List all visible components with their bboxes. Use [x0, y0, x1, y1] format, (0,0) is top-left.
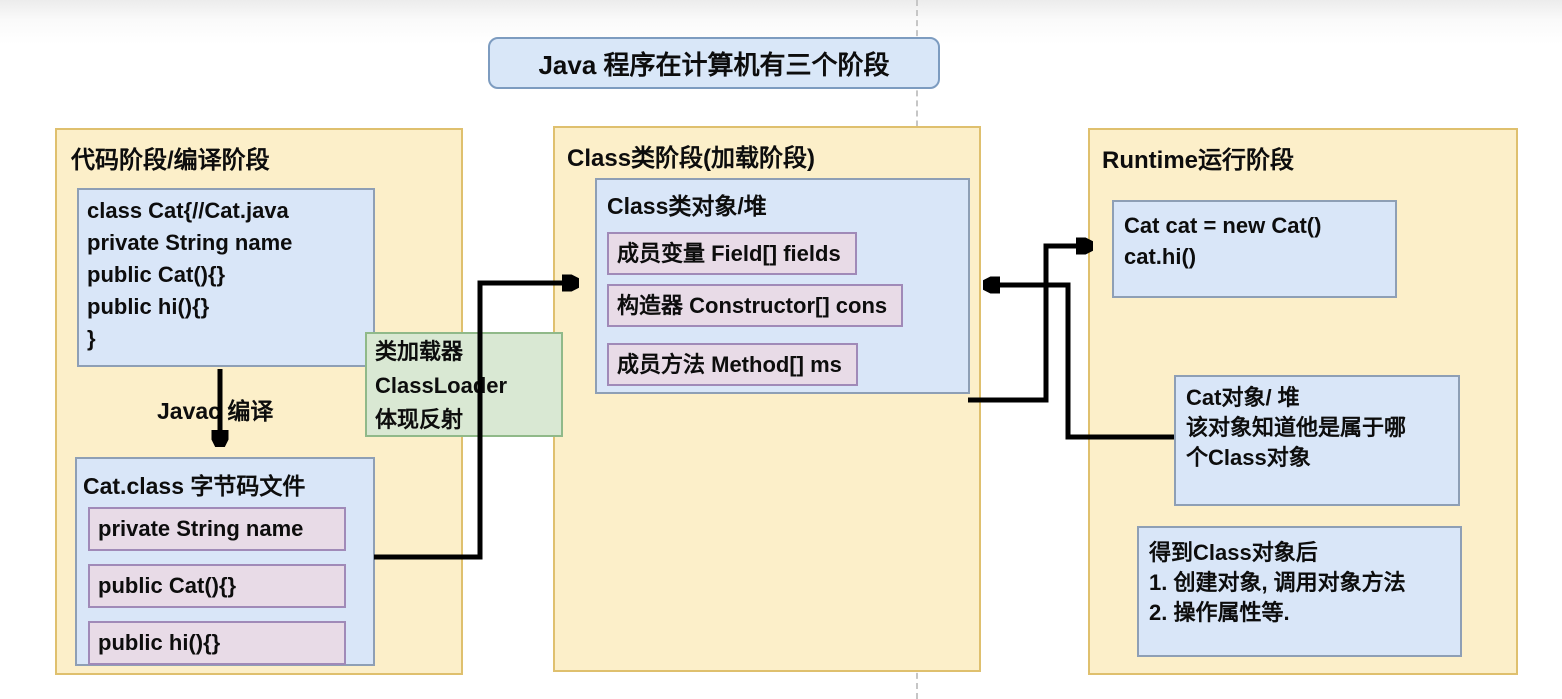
usage-line: 2. 操作属性等. — [1149, 600, 1290, 625]
class-object-usage-box: 得到Class对象后 1. 创建对象, 调用对象方法 2. 操作属性等. — [1137, 526, 1462, 657]
bytecode-member-constructor: public Cat(){} — [88, 564, 346, 608]
bytecode-file-box: Cat.class 字节码文件 private String name publ… — [75, 457, 375, 666]
source-line: public hi(){} — [87, 294, 210, 319]
usage-line: 得到Class对象后 — [1149, 540, 1318, 565]
class-to-runtime-arrow — [968, 246, 1088, 403]
runtime-code-line: cat.hi() — [1124, 244, 1197, 269]
source-line: public Cat(){} — [87, 262, 226, 287]
cat-object-box: Cat对象/ 堆 该对象知道他是属于哪 个Class对象 — [1174, 375, 1460, 506]
class-stage-panel: Class类阶段(加载阶段) Class类对象/堆 成员变量 Field[] f… — [553, 126, 981, 672]
diagram-title: Java 程序在计算机有三个阶段 — [538, 49, 890, 80]
class-member-methods: 成员方法 Method[] ms — [607, 343, 858, 386]
javac-compile-label: Javac 编译 — [157, 398, 274, 424]
class-stage-title: Class类阶段(加载阶段) — [567, 145, 816, 172]
classloader-note-line: ClassLoader — [375, 373, 508, 398]
code-stage-title: 代码阶段/编译阶段 — [71, 147, 270, 174]
class-object-heap-box: Class类对象/堆 成员变量 Field[] fields 构造器 Const… — [595, 178, 970, 394]
bytecode-file-title: Cat.class 字节码文件 — [83, 473, 306, 499]
class-object-heap-title: Class类对象/堆 — [607, 193, 767, 219]
bytecode-member-field: private String name — [88, 507, 346, 551]
bytecode-member-method: public hi(){} — [88, 621, 346, 665]
cat-object-line: 该对象知道他是属于哪 — [1186, 415, 1407, 440]
runtime-stage-title: Runtime运行阶段 — [1102, 147, 1294, 174]
runtime-code-line: Cat cat = new Cat() — [1124, 213, 1322, 238]
runtime-stage-panel: Runtime运行阶段 Cat cat = new Cat() cat.hi()… — [1088, 128, 1518, 675]
source-line: } — [87, 326, 96, 351]
cat-object-line: 个Class对象 — [1186, 445, 1311, 470]
classloader-note-line: 体现反射 — [375, 407, 464, 432]
source-code-box: class Cat{//Cat.java private String name… — [77, 188, 375, 367]
class-member-constructors: 构造器 Constructor[] cons — [607, 284, 904, 327]
code-stage-panel: 代码阶段/编译阶段 class Cat{//Cat.java private S… — [55, 128, 463, 675]
classloader-note-line: 类加载器 — [375, 339, 464, 364]
class-member-fields: 成员变量 Field[] fields — [607, 232, 857, 275]
diagram-title-box: Java 程序在计算机有三个阶段 — [488, 37, 940, 89]
cat-object-line: Cat对象/ 堆 — [1186, 385, 1300, 410]
runtime-code-box: Cat cat = new Cat() cat.hi() — [1112, 200, 1397, 298]
source-line: private String name — [87, 230, 293, 255]
source-line: class Cat{//Cat.java — [87, 198, 289, 223]
classloader-note: 类加载器 ClassLoader 体现反射 — [365, 332, 563, 437]
usage-line: 1. 创建对象, 调用对象方法 — [1149, 570, 1406, 595]
